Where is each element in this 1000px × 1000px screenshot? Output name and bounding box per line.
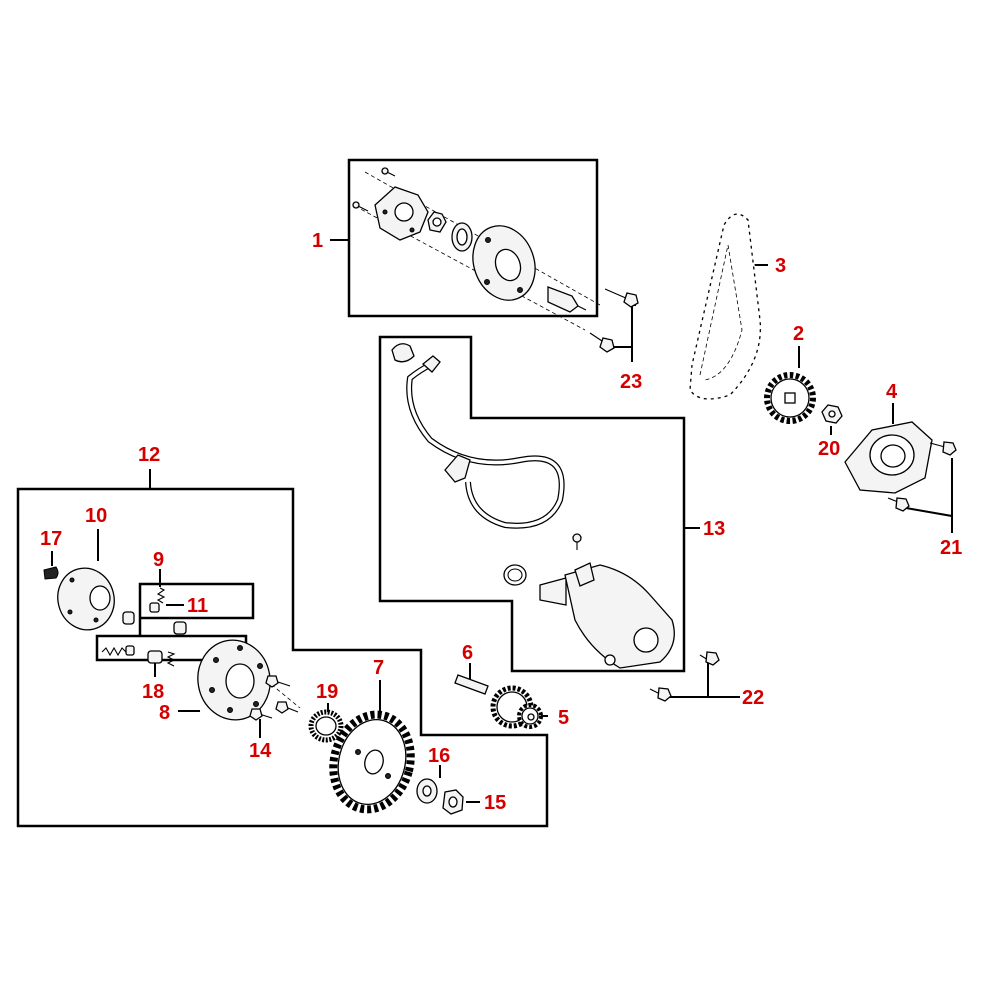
callout-19: 19: [316, 681, 338, 703]
bolt-22-upper: [699, 651, 720, 666]
group-frame-12: [16, 487, 549, 828]
callout-20: 20: [818, 438, 840, 460]
flywheel-plate-icon: [57, 567, 115, 631]
shaft-icon: [547, 286, 579, 313]
callout-14: 14: [249, 740, 272, 762]
pin-6-icon: [454, 674, 489, 695]
tensioner-cover-icon: [844, 421, 933, 494]
starter-clutch-assembly: [352, 167, 601, 331]
nut-20-icon: [821, 404, 843, 424]
callout-18: 18: [142, 681, 164, 703]
leader-22: [666, 663, 709, 698]
callout-21: 21: [940, 537, 962, 559]
needle-bearing-19-icon: [308, 709, 344, 743]
spring-9-icon: [156, 587, 166, 604]
roller-small-icon: [122, 611, 135, 625]
callout-6: 6: [462, 642, 473, 664]
group-frame-1: [347, 158, 599, 318]
callout-3: 3: [775, 255, 786, 277]
callout-8: 8: [159, 702, 170, 724]
starter-cable-icon: [391, 343, 565, 529]
callout-11: 11: [187, 595, 208, 617]
cap-11-icon: [149, 602, 160, 613]
callout-10: 10: [85, 505, 107, 527]
bolt-23-upper: [604, 288, 639, 308]
bolt-22-lower: [649, 687, 672, 702]
callout-1: 1: [312, 230, 323, 252]
starter-driven-gear-icon: [329, 710, 415, 814]
plunger-18-icon: [147, 650, 163, 664]
key-17-icon: [43, 566, 59, 580]
spring-row-icon: [101, 645, 135, 657]
washer-16-icon: [416, 778, 438, 804]
idler-gear-icon: [490, 685, 543, 729]
callout-2: 2: [793, 323, 804, 345]
callout-17: 17: [40, 528, 62, 550]
callout-13: 13: [703, 518, 725, 540]
starter-motor-icon: [503, 533, 675, 669]
bolt-23-lower: [589, 332, 615, 353]
bolt-icon: [352, 201, 369, 212]
cam-chain-icon: [688, 212, 762, 401]
callout-16: 16: [428, 745, 450, 767]
callout-7: 7: [373, 657, 384, 679]
spring-vertical-icon: [166, 651, 176, 667]
group-frame-subassembly: [95, 582, 255, 662]
bolt-icon: [381, 167, 396, 177]
bolt-21-upper: [929, 441, 957, 456]
callout-4: 4: [886, 381, 898, 403]
callout-23: 23: [620, 371, 642, 393]
callout-9: 9: [153, 549, 164, 571]
nut-15-icon: [442, 789, 464, 815]
bolt-14-icons: [249, 675, 299, 721]
callout-22: 22: [742, 687, 764, 709]
roller-inner-icon: [173, 621, 187, 635]
callout-15: 15: [484, 792, 506, 814]
callout-5: 5: [558, 707, 569, 729]
sprocket-icon: [764, 372, 816, 424]
bolt-21-lower: [887, 497, 910, 512]
callout-12: 12: [138, 444, 160, 466]
group-frame-13: [378, 335, 686, 673]
starter-clutch-outer-icon: [197, 639, 301, 721]
